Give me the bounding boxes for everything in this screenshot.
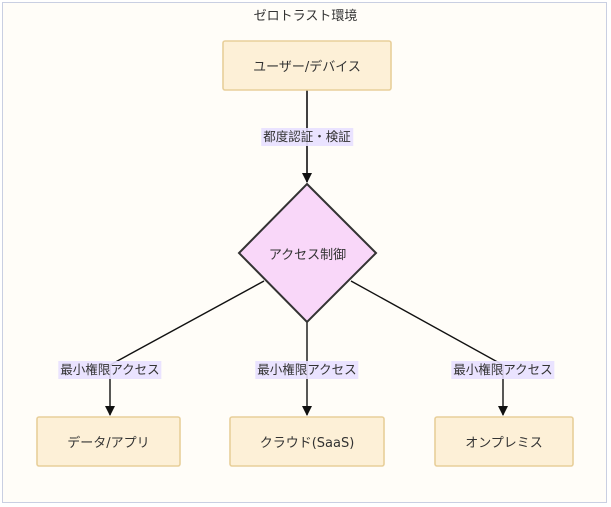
data-app-node-box [36, 416, 181, 467]
onprem-node[interactable]: オンプレミス [465, 436, 543, 451]
data-app-node[interactable]: データ/アプリ [67, 436, 150, 451]
edge-label-least-privilege-cloud: 最小権限アクセス [255, 361, 359, 379]
cloud-node-box [229, 416, 385, 467]
edge-label-auth-verify: 都度認証・検証 [261, 128, 353, 146]
access-control-node-diamond [237, 182, 378, 324]
access-control-node[interactable]: アクセス制御 [268, 247, 347, 263]
onprem-node-box [434, 416, 574, 467]
diagram-title: ゼロトラスト環境 [253, 9, 358, 24]
user-device-node-box [222, 40, 392, 91]
edge-label-least-privilege-data: 最小権限アクセス [58, 361, 162, 379]
cloud-saas-node[interactable]: クラウド(SaaS) [259, 436, 355, 451]
edge-label-least-privilege-onprem: 最小権限アクセス [451, 361, 555, 379]
user-device-node[interactable]: ユーザー/デバイス [253, 60, 361, 75]
